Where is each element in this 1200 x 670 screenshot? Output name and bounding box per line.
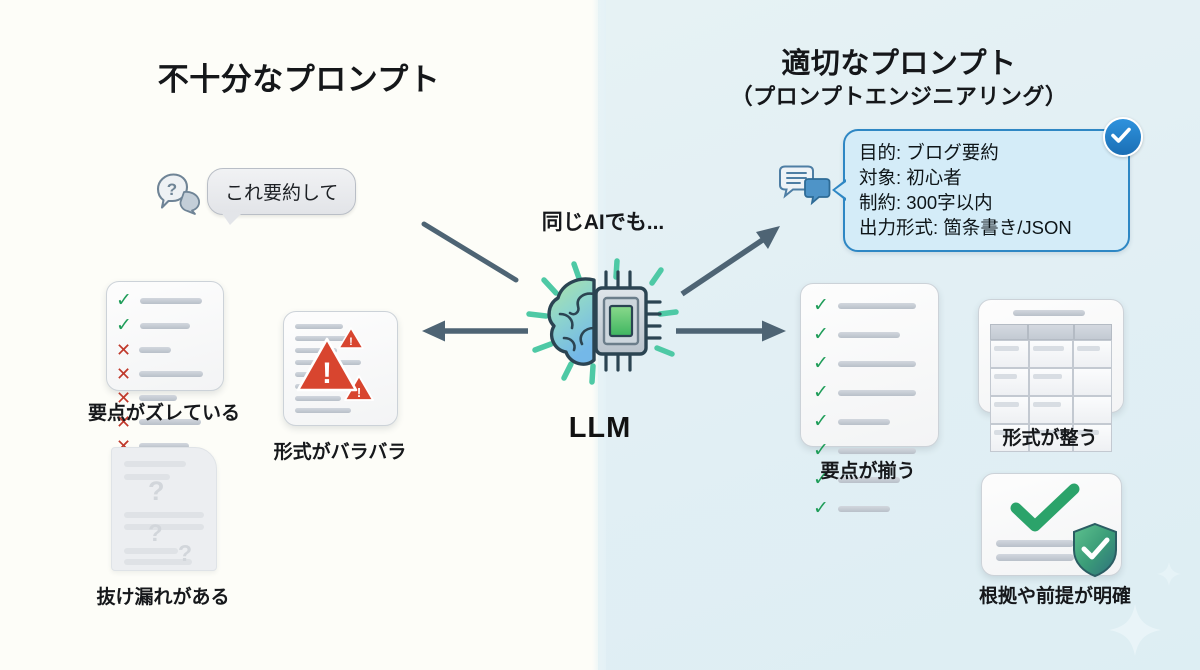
center-note: 同じAIでも... [541,211,665,234]
right-panel-subtitle: （プロンプトエンジニアリング） [730,84,1068,109]
question-mark-icon: ? [148,476,165,506]
verified-document-icon [981,473,1122,578]
document-with-warnings-icon: ! ! ! [283,311,398,426]
question-mark-icon: ? [178,540,193,566]
bubble-tail [221,211,245,225]
prompt-line-audience: 対象: 初心者 [859,167,962,188]
caption-misaligned-points: 要点がズレている [87,403,240,424]
shield-check-icon [1073,522,1117,578]
checklist-all-green-icon: ✓ ✓ ✓ ✓ ✓ ✓ ✓ ✓ [800,283,939,518]
check-icon: ✓ [116,315,132,336]
cross-icon: ✕ [116,364,132,384]
question-speech-bubble-icon: ? [156,173,201,215]
arrow-up-right-icon [680,226,780,297]
svg-text:!: ! [357,385,361,400]
check-icon: ✓ [813,382,829,403]
prompt-line-output-format: 出力形式: 箇条書き/JSON [859,217,1072,238]
warning-triangle-icon: ! [296,337,358,392]
check-icon: ✓ [813,411,829,432]
brain-chip-icon [526,258,679,385]
check-icon: ✓ [813,353,829,374]
cross-icon: ✕ [116,388,132,408]
svg-text:?: ? [167,180,177,199]
caption-aligned-points: 要点が揃う [820,461,916,482]
check-icon: ✓ [116,290,132,311]
caption-missing-info: 抜け漏れがある [96,587,230,608]
poor-prompt-text: これ要約して [225,183,339,204]
check-icon: ✓ [813,498,829,519]
chat-bubbles-icon [779,165,831,206]
prompt-card-tail [832,179,846,201]
good-prompt-card: 目的: ブログ要約 対象: 初心者 制約: 300字以内 出力形式: 箇条書き/… [832,117,1143,252]
warning-triangle-icon: ! [338,327,364,349]
caption-clear-grounding: 根拠や前提が明確 [978,586,1131,607]
caption-clean-format: 形式が整う [1002,428,1098,449]
svg-text:!: ! [322,357,332,390]
cross-icon: ✕ [116,412,132,432]
prompt-line-purpose: 目的: ブログ要約 [859,142,999,163]
diagonal-line-icon [421,221,519,283]
table-card-icon [978,299,1124,452]
arrow-right-icon [676,320,786,342]
left-panel-title: 不十分なプロンプト [157,62,441,97]
check-badge-icon [1103,117,1143,157]
check-icon: ✓ [813,469,829,490]
right-panel-title: 適切なプロンプト [781,48,1017,80]
llm-label: LLM [568,412,632,444]
arrow-left-icon [422,320,528,342]
faded-document-icon: ? ? ? [111,447,217,571]
check-icon: ✓ [813,324,829,345]
caption-inconsistent-format: 形式がバラバラ [273,442,407,463]
question-mark-icon: ? [148,520,163,547]
svg-text:!: ! [349,336,353,348]
cross-icon: ✕ [116,340,132,360]
prompt-line-constraint: 制約: 300字以内 [859,192,993,213]
big-check-icon [1010,483,1080,532]
poor-prompt-bubble: これ要約して [207,168,357,225]
check-icon: ✓ [813,440,829,461]
checklist-card-icon: ✓ ✓ ✕ ✕ ✕ ✕ ✕ [106,281,224,455]
check-icon: ✓ [813,295,829,316]
